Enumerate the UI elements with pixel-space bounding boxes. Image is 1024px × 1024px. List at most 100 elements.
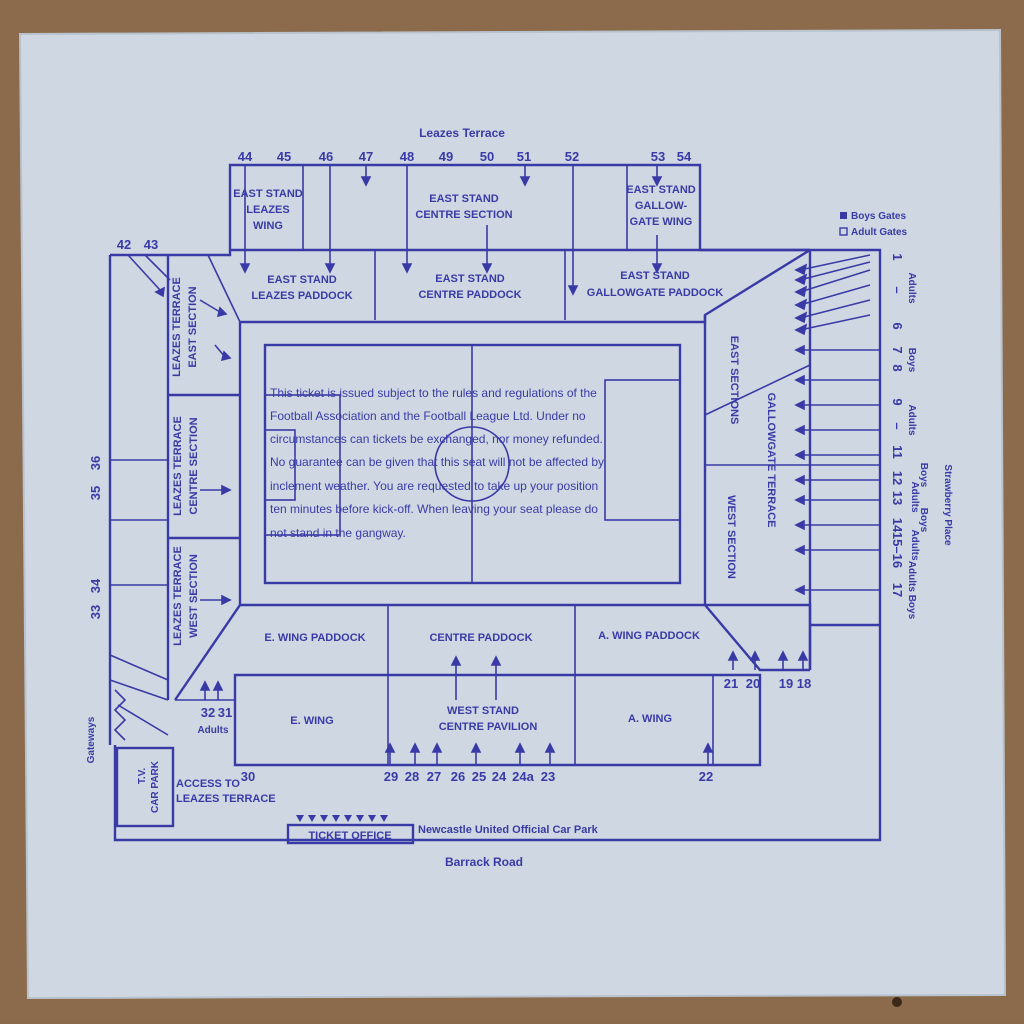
gate-number: 45: [277, 149, 291, 164]
gate-number: 43: [144, 237, 158, 252]
gate-number: 32: [201, 705, 215, 720]
tv-car-park-label-1: T.V.: [137, 768, 148, 785]
gate-number: 48: [400, 149, 414, 164]
right-side-gate-types: AdultsBoysAdultsBoysAdultsBoysAdultsAdul…: [906, 272, 929, 619]
gate-number: 33: [88, 605, 103, 619]
adult-gate-legend-square: [839, 227, 848, 236]
centre-circle: [434, 426, 510, 502]
west-paddock-front: [174, 603, 810, 701]
car-park-label: Newcastle United Official Car Park: [418, 824, 599, 836]
bottom-gate-arrows: [199, 650, 809, 765]
gate-number: 19: [779, 676, 793, 691]
gate-number: –: [890, 286, 905, 293]
gallowgate-outer: [808, 250, 880, 670]
e-wing-label: E. WING: [290, 715, 333, 727]
west-stand-pavilion-l2: CENTRE PAVILION: [439, 721, 538, 733]
gate-number: 36: [88, 456, 103, 470]
east-stand-leazes-wing-l2: LEAZES: [246, 204, 289, 216]
gate-number: 14: [890, 518, 905, 533]
gate-number: 26: [451, 769, 465, 784]
terms-line-1: This ticket is issued subject to the rul…: [270, 386, 597, 400]
east-stand-gallowgate-wing-l1: EAST STAND: [626, 184, 696, 196]
west-section-label: WEST SECTION: [725, 495, 737, 579]
gate-number: 8: [890, 364, 905, 371]
leazes-terrace-west-l2: WEST SECTION: [188, 554, 200, 638]
gate-number: 25: [472, 769, 486, 784]
leazes-terrace-west-l1: LEAZES TERRACE: [172, 546, 184, 646]
left-gate-arrows: [117, 254, 232, 736]
east-stand-centre-section-l2: CENTRE SECTION: [415, 209, 512, 221]
right-gate-arrows: [794, 254, 880, 596]
gate-number: 24a: [512, 769, 534, 784]
adults-small-label: Adults: [197, 725, 229, 736]
ticket-office-arrows: [296, 815, 388, 822]
leazes-terrace-blocks: [166, 255, 242, 700]
west-stand-box: [233, 673, 762, 767]
east-stand-centre-paddock-l1: EAST STAND: [435, 273, 505, 285]
a-wing-label: A. WING: [628, 713, 672, 725]
gate-number: 18: [797, 676, 811, 691]
gateways-label: Gateways: [86, 716, 97, 763]
legend-boys: Boys Gates: [851, 211, 906, 222]
gate-number: 29: [384, 769, 398, 784]
gate-type-label: Adults: [906, 272, 917, 304]
west-paddock-dividers: [387, 605, 576, 675]
east-sections-label: EAST SECTIONS: [728, 336, 740, 425]
gate-number: 24: [492, 769, 507, 784]
gate-type-label: Adults Boys: [906, 561, 917, 620]
gate-number: 17: [890, 583, 905, 597]
gate-number: 21: [724, 676, 738, 691]
gate-type-label: Adults: [909, 481, 920, 513]
gallowgate-terrace-label: GALLOWGATE TERRACE: [765, 393, 777, 528]
east-stand-centre-section-l1: EAST STAND: [429, 193, 499, 205]
east-stand-leazes-wing-l1: EAST STAND: [233, 188, 303, 200]
leazes-terrace-centre-l1: LEAZES TERRACE: [172, 416, 184, 516]
gate-number: 28: [405, 769, 419, 784]
gate-number: 35: [88, 486, 103, 500]
leazes-terrace-top-label: Leazes Terrace: [419, 126, 505, 140]
gate-number: 6: [890, 322, 905, 329]
east-stand-leazes-paddock-l2: LEAZES PADDOCK: [251, 290, 352, 302]
gate-number: 12: [890, 471, 905, 485]
gateway-zigzag: [113, 689, 127, 741]
east-stand-leazes-wing-l3: WING: [253, 220, 283, 232]
gate-type-label: Boys: [918, 463, 929, 488]
gate-number: 1: [890, 253, 905, 260]
legend-adults: Adult Gates: [851, 227, 908, 238]
east-stand-gallowgate-paddock-l2: GALLOWGATE PADDOCK: [587, 287, 724, 299]
right-penalty-box: [604, 379, 681, 521]
gate-number: 9: [890, 398, 905, 405]
gate-number: 46: [319, 149, 333, 164]
ticket-office-label: TICKET OFFICE: [308, 830, 391, 842]
tv-car-park-box: [115, 746, 175, 828]
leazes-terrace-east-l2: EAST SECTION: [187, 286, 199, 367]
dot-mark: [892, 997, 902, 1007]
ticket-paper: [18, 28, 1007, 1000]
east-stand-gallowgate-paddock-l1: EAST STAND: [620, 270, 690, 282]
centre-paddock-label: CENTRE PADDOCK: [429, 632, 532, 644]
ticket-office-box: [286, 823, 415, 845]
barrack-road-label: Barrack Road: [445, 855, 523, 869]
west-stand-pavilion-l1: WEST STAND: [447, 705, 519, 717]
corner-line-nw: [207, 254, 241, 323]
east-stand-gallowgate-wing-l3: GATE WING: [630, 216, 693, 228]
gate-number: 42: [117, 237, 131, 252]
gate-type-label: Boys: [906, 348, 917, 373]
terms-line-6: ten minutes before kick-off. When leavin…: [270, 502, 598, 516]
tv-car-park-label-2: CAR PARK: [150, 760, 161, 813]
boys-gate-legend-square: [840, 212, 847, 219]
terms-line-2: Football Association and the Football Le…: [270, 409, 586, 423]
gate-number: 15–16: [890, 532, 905, 568]
gate-number: 53: [651, 149, 665, 164]
access-label-2: LEAZES TERRACE: [176, 793, 276, 805]
terms-line-4: No guarantee can be given that this seat…: [270, 455, 604, 469]
gate-number: 50: [480, 149, 494, 164]
leazes-terrace-east-l1: LEAZES TERRACE: [171, 277, 183, 377]
a-wing-paddock-label: A. WING PADDOCK: [598, 630, 700, 642]
east-stand-leazes-paddock-l1: EAST STAND: [267, 274, 337, 286]
